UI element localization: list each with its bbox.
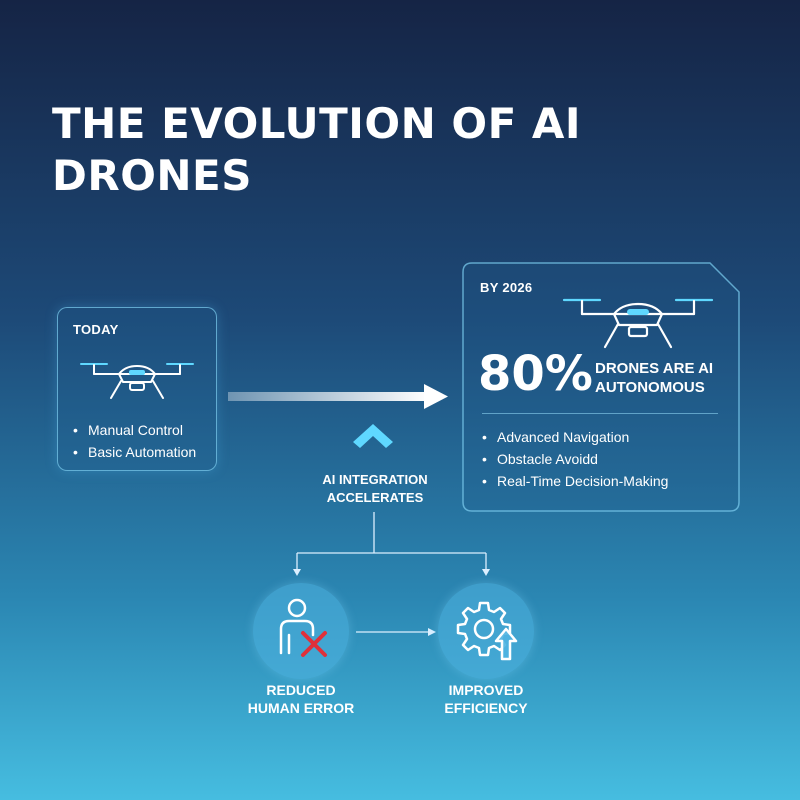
integration-line-1: AI INTEGRATION <box>322 472 428 487</box>
list-item: Obstacle Avoidd <box>482 451 668 467</box>
stat-desc-line-2: AUTONOMOUS <box>595 379 705 396</box>
list-item: Advanced Navigation <box>482 429 668 445</box>
stat-desc-line-1: DRONES ARE AI <box>595 360 714 377</box>
today-bullet-list: Manual Control Basic Automation <box>73 422 196 466</box>
outcome-line-2: HUMAN ERROR <box>247 700 355 716</box>
drone-icon <box>562 298 714 349</box>
list-item: Real-Time Decision-Making <box>482 473 668 489</box>
reduced-error-circle <box>253 583 349 679</box>
branch-arrowhead-right <box>482 569 490 576</box>
integration-line-2: ACCELERATES <box>326 490 424 505</box>
card-frame <box>462 262 740 512</box>
future-label: BY 2026 <box>480 280 533 295</box>
drone-icon <box>80 363 194 399</box>
person-x-icon <box>279 598 327 657</box>
branch-arrowhead-left <box>293 569 301 576</box>
autonomy-stat-value: 80% <box>478 346 593 402</box>
integration-label: AI INTEGRATION ACCELERATES <box>290 471 460 507</box>
outcome-line-2: EFFICIENCY <box>444 700 528 716</box>
list-item: Manual Control <box>73 422 196 438</box>
main-progress-arrow <box>228 384 448 409</box>
gear-arrow-up-icon <box>456 601 518 661</box>
outcome-link-arrow <box>356 628 436 636</box>
divider <box>482 413 718 414</box>
autonomy-stat-description: DRONES ARE AI AUTONOMOUS <box>595 359 713 397</box>
improved-efficiency-circle <box>438 583 534 679</box>
outcome-line-1: IMPROVED <box>448 682 524 698</box>
today-card: TODAY Manual Control Basic Automation <box>57 307 217 471</box>
branch-connector <box>296 512 487 570</box>
outcome-line-1: REDUCED <box>266 682 336 698</box>
chevron-up-icon <box>353 424 393 448</box>
list-item: Basic Automation <box>73 444 196 460</box>
future-card: BY 2026 80% DRONES ARE AI AUTONOMOUS Adv… <box>462 262 740 512</box>
future-bullet-list: Advanced Navigation Obstacle Avoidd Real… <box>482 429 668 495</box>
improved-efficiency-label: IMPROVED EFFICIENCY <box>406 681 566 717</box>
page-title: THE EVOLUTION OF AI DRONES <box>52 99 582 200</box>
reduced-error-label: REDUCED HUMAN ERROR <box>221 681 381 717</box>
today-label: TODAY <box>73 322 119 337</box>
